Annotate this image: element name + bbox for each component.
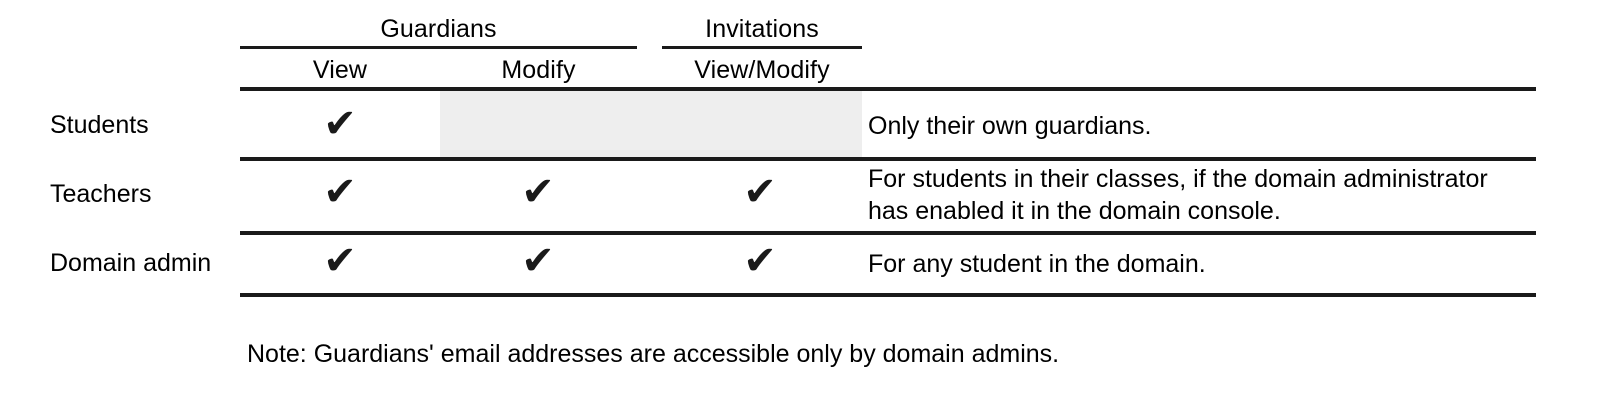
note-teachers: For students in their classes, if the do… xyxy=(868,165,1488,225)
row-label-domain-admin: Domain admin xyxy=(50,249,212,277)
rule-row-students-bottom xyxy=(240,157,1536,161)
rule-row-teachers-bottom xyxy=(240,231,1536,235)
column-header-invitations-view-modify: View/Modify xyxy=(694,56,830,84)
check-icon-teachers-invitations-view-modify: ✔ xyxy=(743,169,777,215)
rule-header-bottom xyxy=(240,87,1536,91)
footnote-text: Note: Guardians' email addresses are acc… xyxy=(247,340,1060,368)
check-icon-domain-admin-guardians-view: ✔ xyxy=(323,238,357,284)
column-header-guardians-modify: Modify xyxy=(501,56,576,84)
check-icon-domain-admin-invitations-view-modify: ✔ xyxy=(743,238,777,284)
check-icon-teachers-guardians-modify: ✔ xyxy=(521,169,555,215)
note-students: Only their own guardians. xyxy=(868,112,1152,140)
note-domain-admin: For any student in the domain. xyxy=(868,250,1206,278)
check-icon-students-guardians-view: ✔ xyxy=(323,101,357,147)
rule-under-guardians-group xyxy=(240,46,637,49)
row-label-teachers: Teachers xyxy=(50,180,152,208)
column-group-header-guardians: Guardians xyxy=(380,15,497,43)
row-label-students: Students xyxy=(50,111,149,139)
rule-table-bottom xyxy=(240,293,1536,297)
disabled-cell-students-modify-and-invitations xyxy=(440,91,862,157)
column-group-header-invitations: Invitations xyxy=(705,15,819,43)
rule-under-invitations-group xyxy=(662,46,862,49)
check-icon-domain-admin-guardians-modify: ✔ xyxy=(521,238,555,284)
check-icon-teachers-guardians-view: ✔ xyxy=(323,169,357,215)
column-header-guardians-view: View xyxy=(312,56,368,84)
